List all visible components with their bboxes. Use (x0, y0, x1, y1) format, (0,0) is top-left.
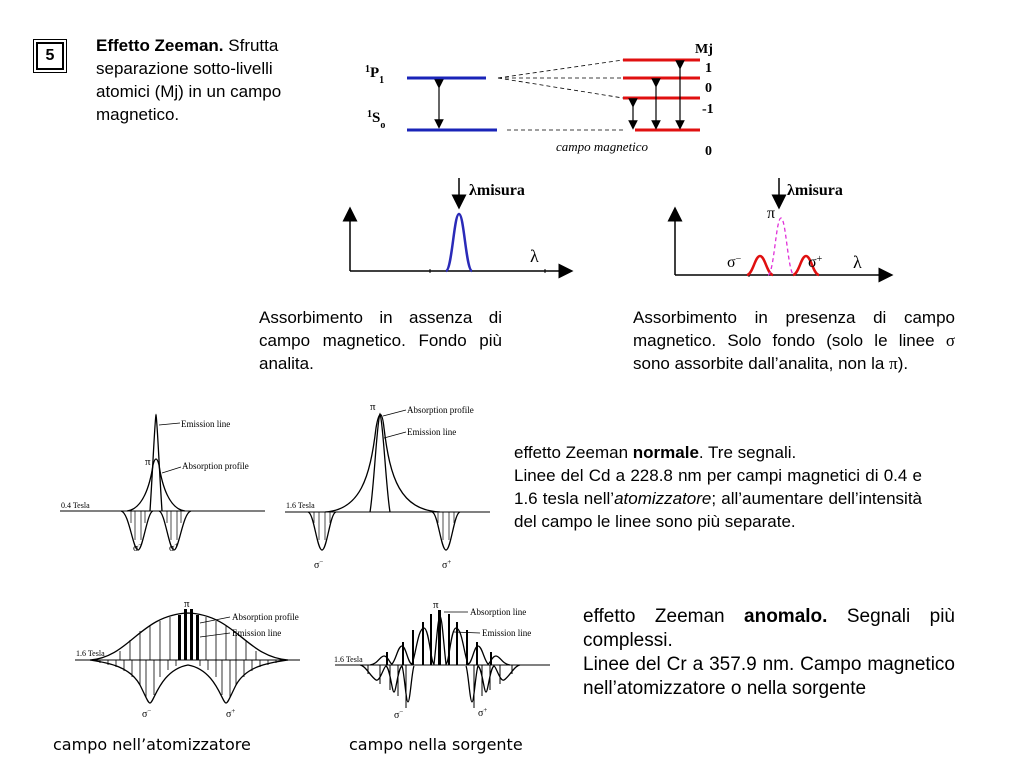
lambda-label: λ (530, 246, 539, 266)
intro-title: Effetto Zeeman. (96, 36, 224, 55)
tesla-04-label: 0.4 Tesla (61, 501, 90, 510)
level-upper-label: 1P1 (365, 64, 384, 86)
spectrum-anomalous-atomizer: 1.6 Tesla π Absorption profile Emission … (75, 598, 300, 720)
emission-line-label-2: Emission line (407, 427, 456, 437)
caption-absence: Assorbimento in assenza di campo magneti… (259, 308, 502, 373)
emission-profile-label: Emission line (482, 628, 531, 638)
pi-peak (767, 217, 795, 276)
absorption-profile-label-3: Absorption profile (232, 612, 299, 622)
mj-value-0: 0 (705, 81, 712, 96)
sigma-minus-mark-3: σ− (142, 707, 151, 720)
mj-value-1: 1 (705, 61, 712, 76)
pi-label: π (767, 205, 775, 222)
slide-number: 5 (33, 39, 67, 73)
sigma-minus-peak (746, 254, 774, 277)
sigma-minus-mark-4: σ− (394, 708, 403, 721)
spectrum-anomalous-source: 1.6 Tesla π Absorption line Emission lin… (334, 599, 550, 721)
sigma-plus-label: σ+ (808, 254, 823, 272)
mj-value-ground: 0 (705, 144, 712, 159)
energy-level-diagram: 1P1 1So Mj 1 0 -1 0 campo magnetico (365, 42, 714, 159)
tesla-16-label-3: 1.6 Tesla (76, 649, 105, 658)
pi-mark-3: π (184, 598, 190, 610)
intro-body: Sfrutta separazione sotto-livelli atomic… (96, 36, 282, 124)
absorption-line-label: Absorption line (470, 607, 526, 617)
field-label: campo magnetico (556, 139, 649, 154)
spectrum-normal-16-tesla: 1.6 Tesla Absorption profile Emission li… (285, 401, 490, 571)
sigma-minus-mark: σ− (133, 541, 142, 554)
caption-atomizer: campo nell’atomizzatore (53, 735, 251, 754)
spectrum-normal-04-tesla: 0.4 Tesla Emission line Absorption profi… (60, 413, 265, 554)
intro-text: Effetto Zeeman. Sfrutta separazione sott… (96, 34, 316, 126)
level-lower-label: 1So (367, 109, 385, 131)
absorption-profile-label-2: Absorption profile (407, 405, 474, 415)
mj-title: Mj (695, 42, 713, 57)
emission-line-label-3: Emission line (232, 628, 281, 638)
absorption-plot-with-field: λmisura π σ− σ+ λ (667, 178, 894, 283)
lambda-label-2: λ (853, 252, 862, 272)
sigma-plus-mark: σ+ (169, 541, 178, 554)
caption-source: campo nella sorgente (349, 735, 523, 754)
pi-mark-2: π (370, 401, 376, 413)
sigma-minus-label: σ− (727, 254, 742, 272)
emission-line-label: Emission line (181, 419, 230, 429)
misura-label: λmisura (469, 182, 525, 199)
sigma-minus-mark-2: σ− (314, 558, 323, 571)
normal-effect-text: effetto Zeeman normale. Tre segnali. Lin… (514, 443, 922, 531)
sigma-plus-mark-4: σ+ (478, 706, 487, 719)
absorption-plot-no-field: λmisura λ (342, 178, 574, 279)
sigma-plus-mark-2: σ+ (442, 558, 451, 571)
mj-value-m1: -1 (702, 102, 714, 117)
caption-presence: Assorbimento in presenza di campo magnet… (633, 308, 955, 373)
pi-mark: π (145, 456, 151, 468)
misura-label-2: λmisura (787, 182, 843, 199)
analyte-peak (444, 212, 474, 273)
sigma-plus-mark-3: σ+ (226, 707, 235, 720)
sigma-plus-peak (792, 254, 820, 277)
tesla-16-label-4: 1.6 Tesla (334, 655, 363, 664)
anomalous-effect-text: effetto Zeeman anomalo. Segnali più comp… (583, 606, 955, 699)
pi-mark-4: π (433, 599, 439, 611)
absorption-profile-label: Absorption profile (182, 461, 249, 471)
tesla-16-label: 1.6 Tesla (286, 501, 315, 510)
